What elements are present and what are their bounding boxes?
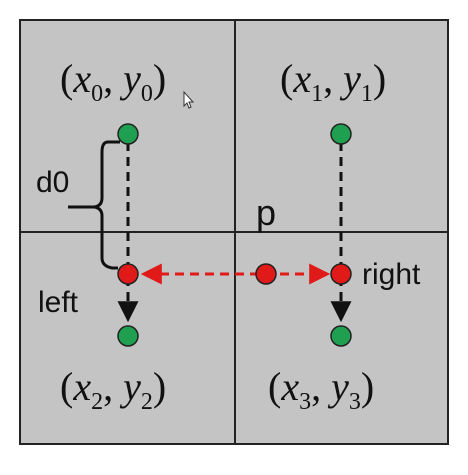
point-bottom-left [117,325,139,347]
point-right [330,263,352,285]
label-point-0: (x0, y0) [60,56,166,107]
label-left: left [38,286,79,319]
label-point-1: (x1, y1) [280,56,386,107]
point-top-right [330,123,352,145]
label-p: p [256,192,276,233]
label-point-2: (x2, y2) [60,364,166,415]
mouse-pointer-icon [183,90,195,109]
point-left [117,263,139,285]
label-right: right [362,258,421,291]
point-bottom-right [330,325,352,347]
d0-bracket [68,140,120,270]
point-top-left [117,123,139,145]
label-point-3: (x3, y3) [268,364,374,415]
label-d0: d0 [36,166,69,199]
point-p [255,263,277,285]
